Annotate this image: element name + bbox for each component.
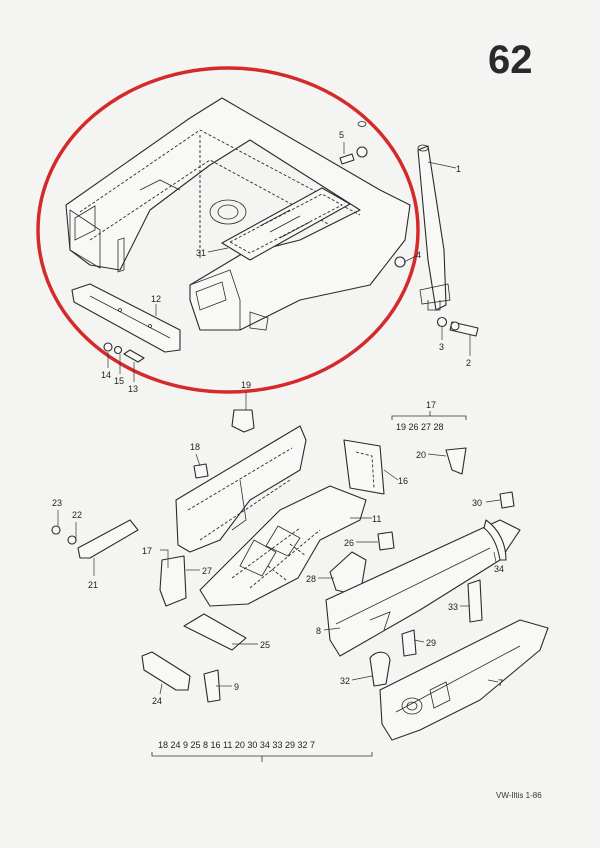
bottom-group-items: 18 24 9 25 8 16 11 20 30 34 33 29 32 7 [158,740,315,750]
part-9-bracket [203,669,221,703]
callout-18: 18 [190,442,200,452]
callout-16: 16 [398,476,408,486]
fasteners-13-14-15 [103,342,145,363]
callout-22: 22 [72,510,82,520]
part-8-side-sill [325,519,521,657]
part-1-strut [417,144,451,311]
part-7-rear-panel [379,619,549,741]
callout-33: 33 [448,602,458,612]
callout-19: 19 [241,380,251,390]
part-25-rail [183,613,247,651]
callout-27: 27 [202,566,212,576]
part-17-side-panel [175,425,307,553]
part-28-bracket [329,551,367,597]
callout-29: 29 [426,638,436,648]
leader-lines [57,142,501,695]
part-32-hook [369,651,391,687]
callout-31: 31 [196,248,206,258]
callout-30: 30 [472,498,482,508]
callout-1: 1 [456,164,461,174]
callout-21: 21 [88,580,98,590]
callout-20: 20 [416,450,426,460]
callout-2: 2 [466,358,471,368]
callout-15: 15 [114,376,124,386]
bottom-group-bracket: 18 24 9 25 8 16 11 20 30 34 33 29 32 7 [151,740,373,762]
callout-25: 25 [260,640,270,650]
callout-17-left: 17 [142,546,152,556]
page-number: 62 [488,38,533,82]
part-26-clip [377,531,395,551]
part-11-floor-pan [199,485,367,607]
part-19-bracket [231,409,255,433]
part-24-rail [141,651,191,691]
floor-frame-assembly [65,97,411,331]
callout-9: 9 [234,682,239,692]
part-18-clip [193,463,209,479]
callout-23: 23 [52,498,62,508]
group-17-items: 19 26 27 28 [396,422,444,432]
part-21-22-23-bracket [51,519,139,559]
callout-32: 32 [340,676,350,686]
part-12-crossmember [71,283,181,353]
fasteners-2-3-4-5 [339,121,479,337]
callout-12: 12 [151,294,161,304]
callout-11: 11 [372,514,381,524]
part-34-trim [483,519,507,561]
callouts: 1 2 3 4 5 31 12 14 15 13 19 18 16 11 20 … [52,130,504,706]
callout-8: 8 [316,626,321,636]
group-17-bracket: 19 26 27 28 [391,411,467,432]
part-31-seal-frame [221,187,351,261]
callout-24: 24 [152,696,162,706]
callout-4: 4 [416,250,421,260]
callout-3: 3 [439,342,444,352]
callout-34: 34 [494,564,504,574]
part-30-clip [499,491,515,509]
callout-7: 7 [498,678,503,688]
footer-text: VW-Iltis 1-86 [496,791,542,800]
callout-14: 14 [101,370,111,380]
part-27-bracket [159,555,187,607]
part-20-bracket [445,447,467,475]
callout-13: 13 [128,384,138,394]
part-16-panel [343,439,385,495]
callout-5: 5 [339,130,344,140]
part-29-clip [401,629,417,657]
callout-26: 26 [344,538,354,548]
callout-28: 28 [306,574,316,584]
callout-17-group: 17 [426,400,436,410]
part-33-bracket [467,579,483,623]
highlight-circle [36,66,420,394]
